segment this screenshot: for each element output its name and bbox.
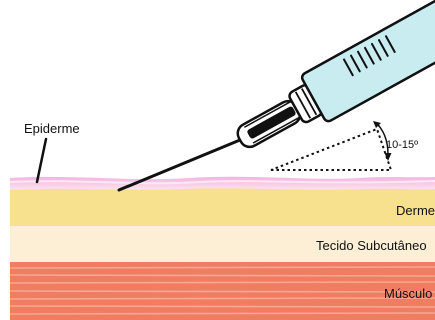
angle-indicator xyxy=(271,121,392,170)
epidermis-layer xyxy=(10,177,435,190)
syringe-barrel xyxy=(300,0,435,123)
dermis-label: Derme xyxy=(396,203,435,218)
muscle-layer xyxy=(10,262,435,320)
angle-triangle xyxy=(271,129,391,170)
epidermis-label: Epiderme xyxy=(24,121,80,136)
angle-label: 10-15º xyxy=(386,139,418,151)
epidermis-pointer-line xyxy=(37,139,46,182)
subcutaneous-label: Tecido Subcutâneo xyxy=(316,238,427,253)
dermis-layer xyxy=(10,187,435,226)
muscle-label: Músculo xyxy=(384,286,432,301)
